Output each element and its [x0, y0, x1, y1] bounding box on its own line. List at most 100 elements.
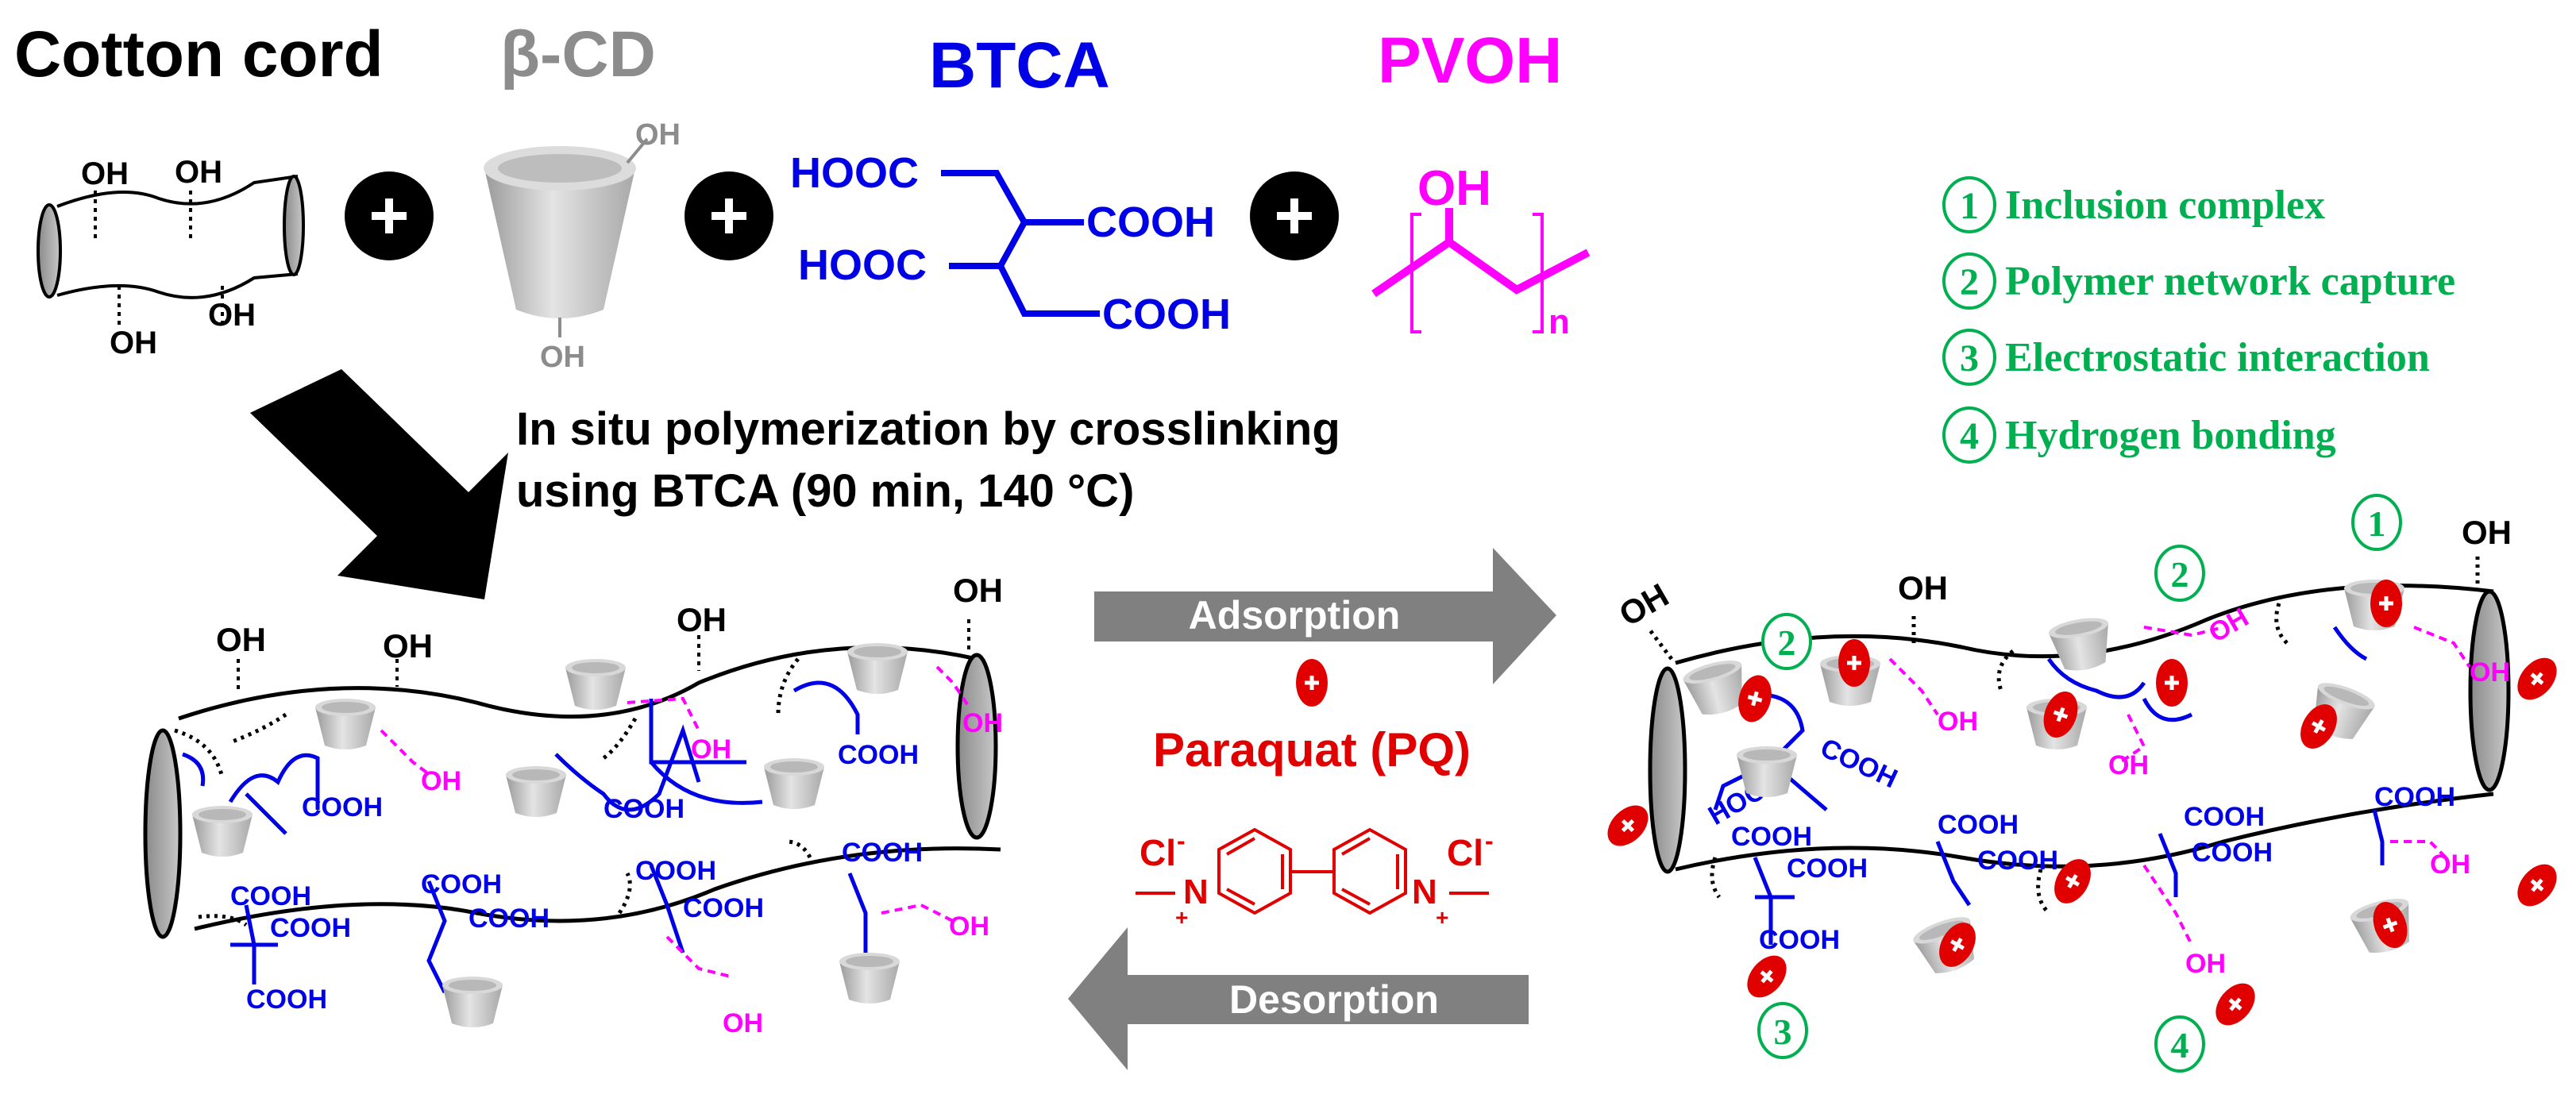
oh-label: OH [216, 621, 266, 658]
mechanism-marker: 4 [2154, 1015, 2205, 1073]
desorption-arrow: Desorption [1068, 927, 1529, 1070]
mechanism-item: 3 Electrostatic interaction [1942, 329, 2430, 386]
mechanism-number: 3 [1960, 337, 1979, 379]
cotton-cord-molecule: OH OH OH OH [37, 155, 305, 360]
cooh-label: COOH [842, 838, 923, 868]
beta-cd-icon [442, 977, 503, 1027]
paraquat-ion-icon [2509, 857, 2564, 914]
oh-label: OH [1898, 569, 1948, 607]
paraquat-ion-icon [1600, 798, 1656, 854]
oh-label: OH [208, 298, 256, 333]
process-arrow-icon [250, 369, 508, 599]
oh-label: OH [723, 1008, 763, 1038]
oh-label: OH [2204, 603, 2254, 649]
cooh-label: COOH [1759, 925, 1840, 955]
oh-label: OH [1613, 576, 1675, 634]
adsorption-arrow: Adsorption [1094, 548, 1556, 684]
oh-label: OH [949, 911, 989, 942]
beta-cd-molecule: OH OH [484, 118, 681, 374]
cooh-label: COOH [270, 913, 351, 943]
mechanism-number: 4 [1960, 415, 1979, 457]
cooh-label: COOH [2374, 782, 2455, 812]
minus-label: - [1485, 826, 1494, 855]
chloride-label: Cl [1447, 832, 1483, 873]
pvoh-molecule [1371, 208, 1591, 333]
mechanism-number: 4 [2171, 1025, 2189, 1065]
paraquat-ion-icon [2208, 976, 2262, 1033]
cooh-label: COOH [1977, 846, 2058, 876]
beta-cd-icon [506, 766, 566, 817]
mechanism-label: Hydrogen bonding [2005, 413, 2336, 458]
mechanism-legend: 1 Inclusion complex 2 Polymer network ca… [1942, 176, 2455, 464]
beta-cd-icon [315, 699, 376, 749]
mechanism-marker: 2 [1761, 613, 1812, 670]
n-atom-label: N [1183, 873, 1209, 911]
oh-label: OH [677, 601, 727, 638]
oh-label: OH [110, 326, 157, 360]
cooh-label: COOH [838, 740, 919, 770]
mechanism-marker: 2 [2154, 545, 2205, 602]
oh-label: OH [540, 341, 585, 374]
plus-charge-label: + [1175, 905, 1188, 930]
cooh-label: COOH [1938, 810, 2019, 840]
oh-label: OH [953, 572, 1003, 609]
hooc-label: HOOC [798, 241, 927, 289]
beta-cd-icon [1737, 746, 1797, 797]
paraquat-ion-icon [1838, 639, 1870, 687]
beta-cd-icon [764, 758, 824, 809]
btca-title: BTCA [929, 29, 1110, 102]
plus-icon [345, 171, 434, 260]
cooh-label: COOH [2184, 802, 2265, 832]
paraquat-ion-icon [2370, 580, 2402, 627]
modified-cotton-cord: OH OH OH OH COOH COOH COOH COOH COOH COO… [143, 572, 1003, 1038]
mechanism-label: Inclusion complex [2005, 183, 2325, 228]
plus-charge-label: + [1436, 905, 1448, 930]
cooh-label: COOH [1102, 291, 1231, 338]
oh-label: OH [962, 708, 1003, 738]
mechanism-marker: 1 [2351, 494, 2402, 551]
beta-cd-icon [847, 643, 908, 694]
cooh-label: COOH [2192, 838, 2273, 868]
plus-icon [684, 171, 773, 260]
desorption-label: Desorption [1229, 977, 1439, 1022]
process-line-1: In situ polymerization by crosslinking [516, 403, 1340, 455]
cooh-label: COOH [604, 794, 684, 824]
hooc-label: HOOC [790, 149, 919, 197]
oh-label: OH [2430, 850, 2470, 880]
mechanism-number: 1 [2368, 503, 2386, 544]
paraquat-ion-icon [1739, 948, 1794, 1005]
mechanism-marker: 3 [1757, 1002, 1808, 1059]
cooh-label: COOH [230, 881, 311, 911]
paraquat-ion-icon [2156, 659, 2188, 707]
oh-label: OH [1417, 161, 1491, 216]
cooh-label: COOH [246, 984, 327, 1015]
cooh-label: COOH [421, 869, 502, 900]
oh-label: OH [81, 156, 129, 191]
oh-label: OH [383, 627, 433, 665]
oh-label: OH [2470, 657, 2510, 688]
cooh-label: COOH [469, 903, 550, 934]
mechanism-number: 1 [1960, 185, 1979, 227]
mechanism-label: Electrostatic interaction [2005, 335, 2430, 380]
oh-label: OH [635, 118, 681, 152]
cooh-label: COOH [635, 856, 716, 886]
beta-cd-title: β-CD [500, 18, 656, 91]
process-line-2: using BTCA (90 min, 140 °C) [516, 465, 1134, 517]
oh-label: OH [2185, 949, 2226, 979]
n-atom-label: N [1412, 873, 1437, 911]
mechanism-number: 2 [1960, 261, 1979, 303]
beta-cd-icon [565, 659, 626, 710]
adsorption-label: Adsorption [1189, 593, 1401, 638]
mechanism-item: 1 Inclusion complex [1942, 176, 2325, 233]
plus-icon [1250, 171, 1339, 260]
oh-label: OH [691, 734, 731, 765]
cooh-label: COOH [1787, 853, 1868, 884]
mechanism-number: 3 [1774, 1011, 1792, 1052]
cooh-label: COOH [1816, 733, 1903, 795]
oh-label: OH [421, 766, 461, 796]
mechanism-number: 2 [2171, 554, 2189, 595]
btca-molecule [941, 170, 1100, 317]
paraquat-loaded-cord: OH OH OH HOOC COOH COOH COOH COOH COOH C… [1600, 494, 2565, 1073]
mechanism-item: 2 Polymer network capture [1942, 252, 2455, 310]
